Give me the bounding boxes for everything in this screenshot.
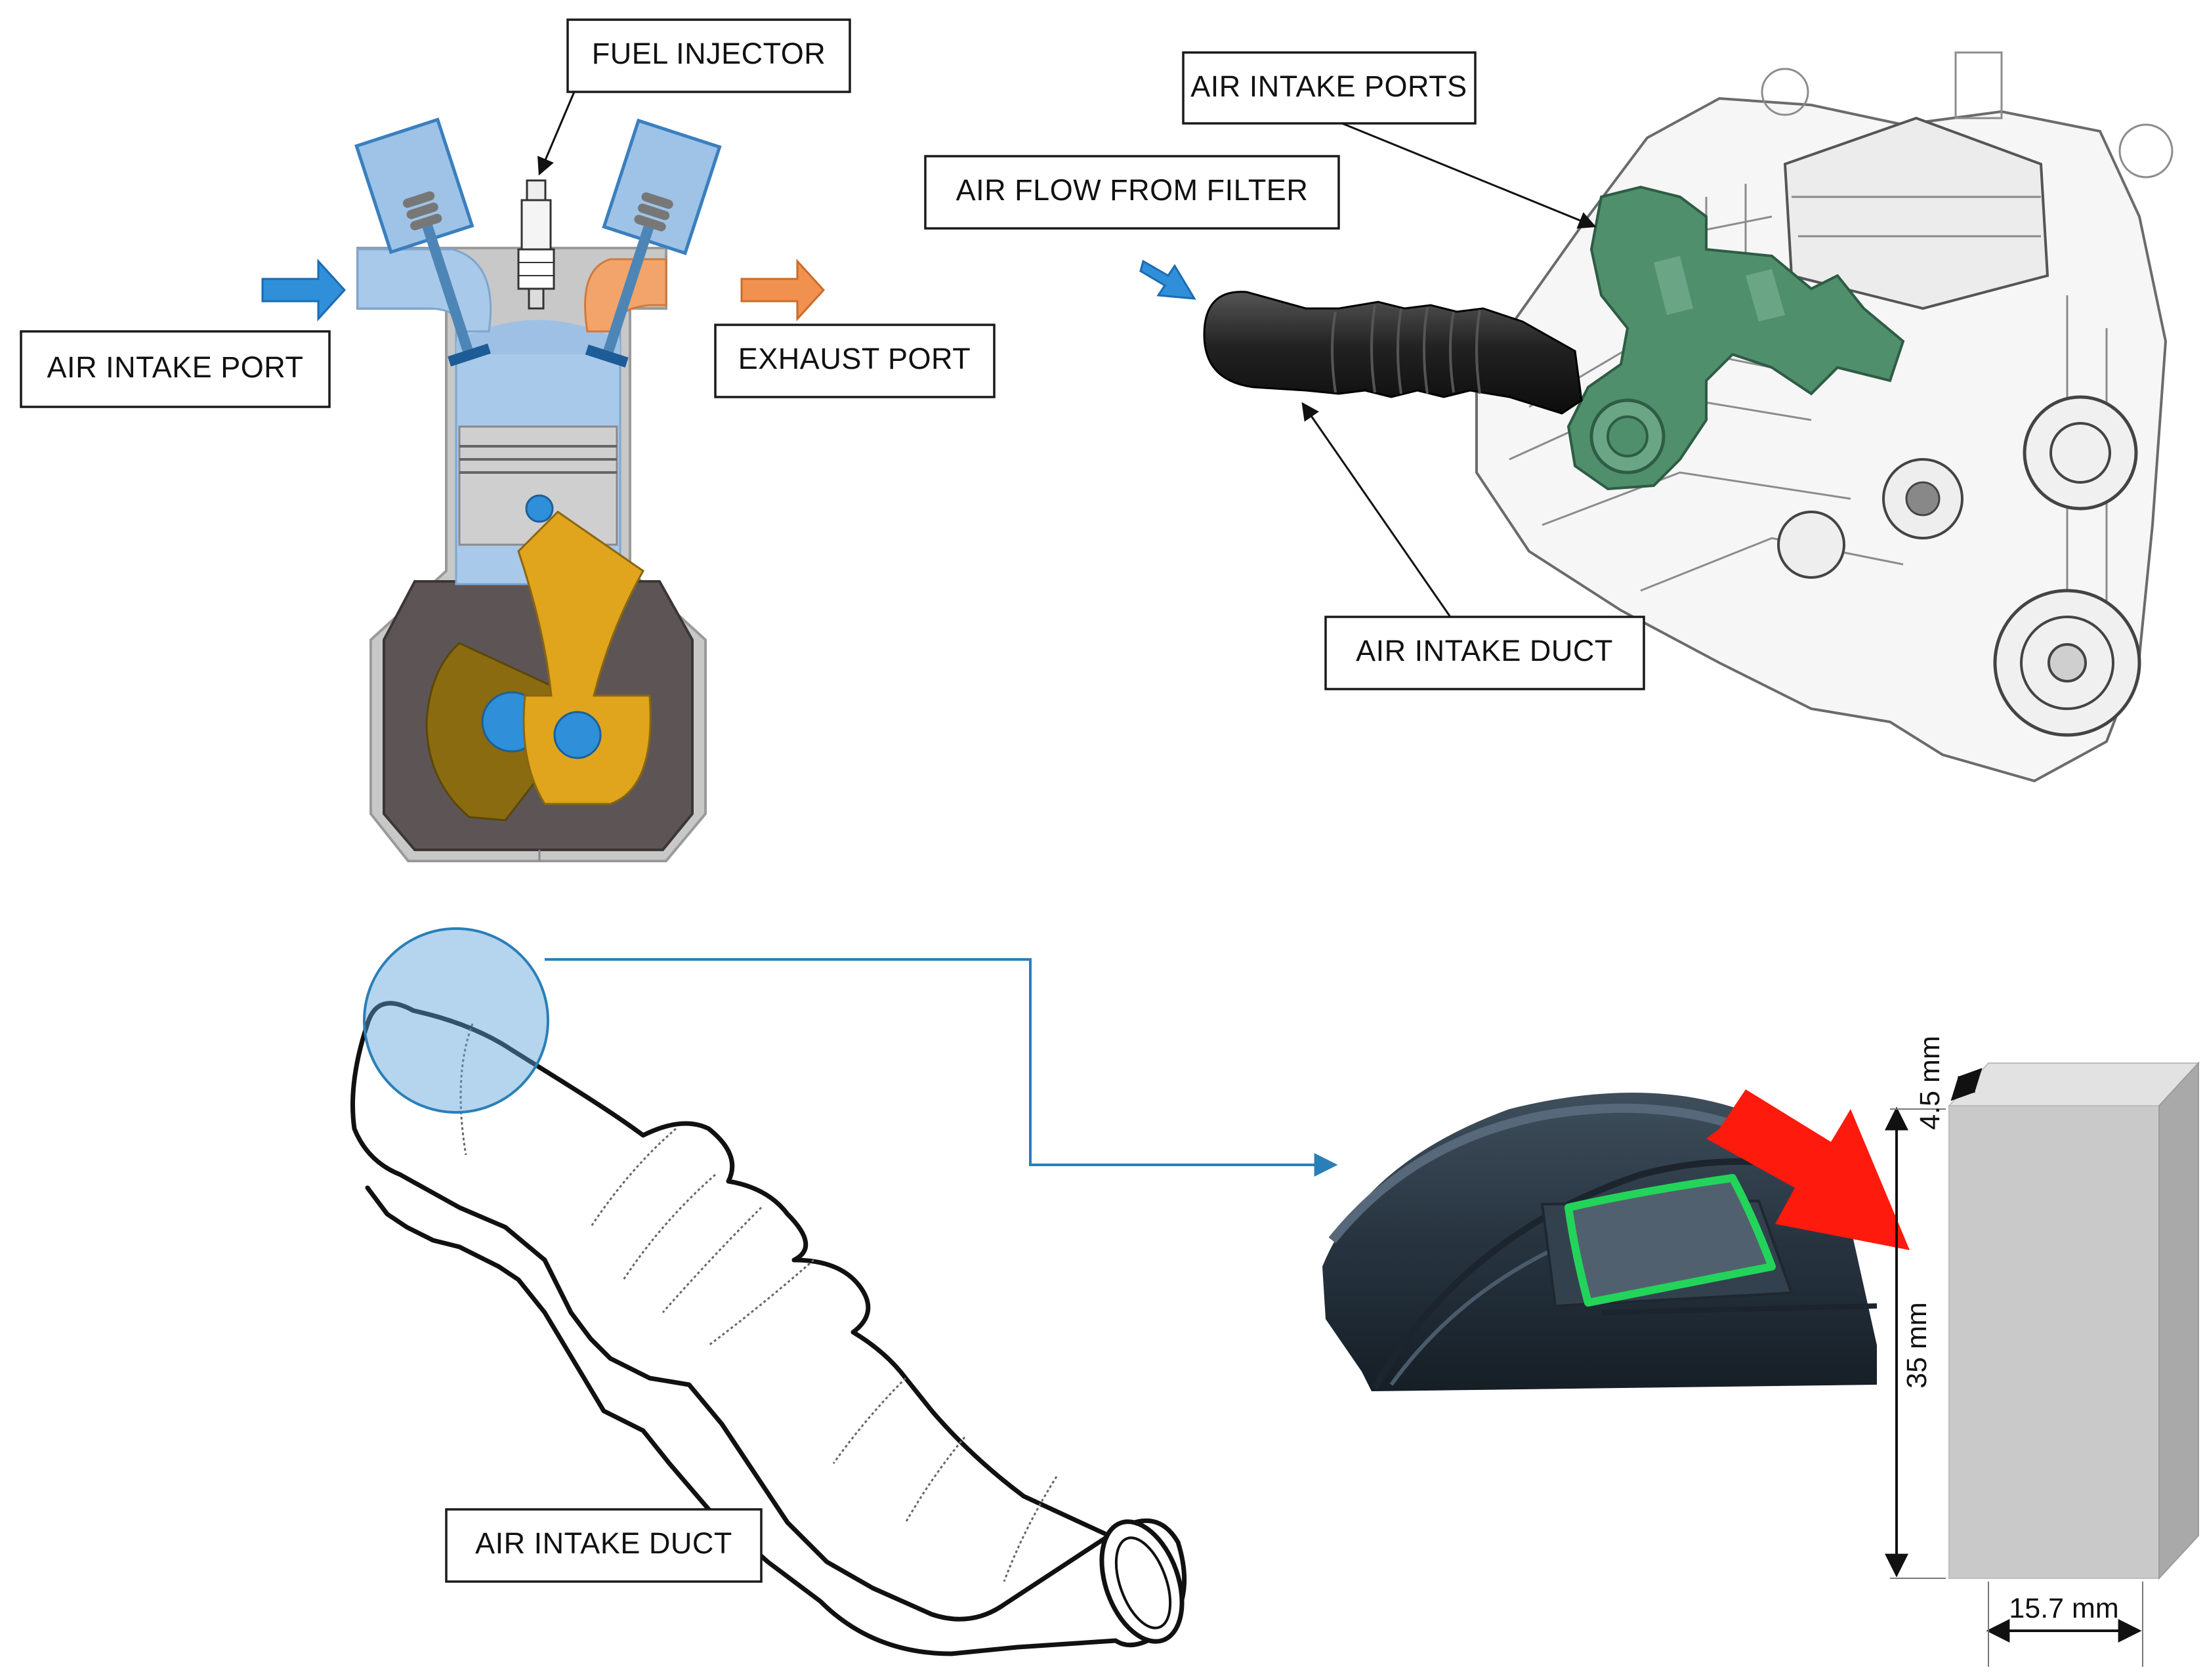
label-air-intake-ports: AIR INTAKE PORTS (1182, 51, 1597, 229)
svg-text:AIR FLOW FROM FILTER: AIR FLOW FROM FILTER (956, 173, 1309, 207)
piston (458, 425, 618, 546)
label-air-flow-from-filter: AIR FLOW FROM FILTER (924, 155, 1340, 230)
label-air-intake-duct-engine: AIR INTAKE DUCT (1301, 402, 1645, 690)
detail-connector-arrow (545, 958, 1338, 1177)
duct-line-sketch (350, 927, 1338, 1656)
specimen-top-face (1947, 1062, 2200, 1106)
label-fuel-injector: FUEL INJECTOR (537, 18, 851, 176)
air-flow-arrow (1139, 259, 1196, 300)
dim-width: 15.7 mm (2009, 1593, 2118, 1624)
intake-flow-arrow (261, 259, 346, 322)
duct-inlet-opening (1099, 1519, 1185, 1644)
exhaust-valve-housing (602, 118, 722, 255)
cylinder-cross-section (261, 117, 826, 862)
specimen-block: 4.5 mm 35 mm 15.7 mm (1885, 1036, 2200, 1667)
engine-intake-duct (1203, 291, 1583, 415)
label-air-intake-duct-sketch: AIR INTAKE DUCT (445, 1508, 763, 1583)
detail-highlight-circle (363, 927, 549, 1114)
svg-text:AIR INTAKE DUCT: AIR INTAKE DUCT (475, 1526, 732, 1560)
load-direction-arrow (1706, 1089, 1910, 1250)
fuel-injector (517, 179, 555, 310)
intake-port-passage (356, 248, 492, 333)
intake-valve-housing (354, 117, 474, 255)
dim-height: 35 mm (1901, 1302, 1933, 1388)
duct-detail-photo (1322, 1089, 1910, 1391)
svg-text:AIR INTAKE PORT: AIR INTAKE PORT (47, 350, 304, 384)
green-highlight-region (1564, 1174, 1776, 1307)
intake-valve-spring (402, 191, 442, 230)
label-exhaust-port: EXHAUST PORT (714, 324, 996, 398)
label-air-intake-port: AIR INTAKE PORT (20, 330, 331, 408)
accessory-pulley (2023, 395, 2138, 511)
engine-assembly (1139, 51, 2174, 783)
svg-text:AIR INTAKE DUCT: AIR INTAKE DUCT (1356, 634, 1613, 667)
exhaust-valve-spring (634, 192, 673, 232)
svg-text:FUEL INJECTOR: FUEL INJECTOR (592, 37, 826, 70)
connecting-rod (517, 511, 652, 805)
exhaust-flow-arrow (740, 259, 826, 322)
svg-text:AIR INTAKE PORTS: AIR INTAKE PORTS (1190, 70, 1467, 103)
svg-text:EXHAUST PORT: EXHAUST PORT (738, 342, 971, 375)
specimen-front-face (1948, 1105, 2160, 1579)
dim-thickness: 4.5 mm (1914, 1036, 1946, 1129)
specimen-side-face (2158, 1061, 2199, 1580)
